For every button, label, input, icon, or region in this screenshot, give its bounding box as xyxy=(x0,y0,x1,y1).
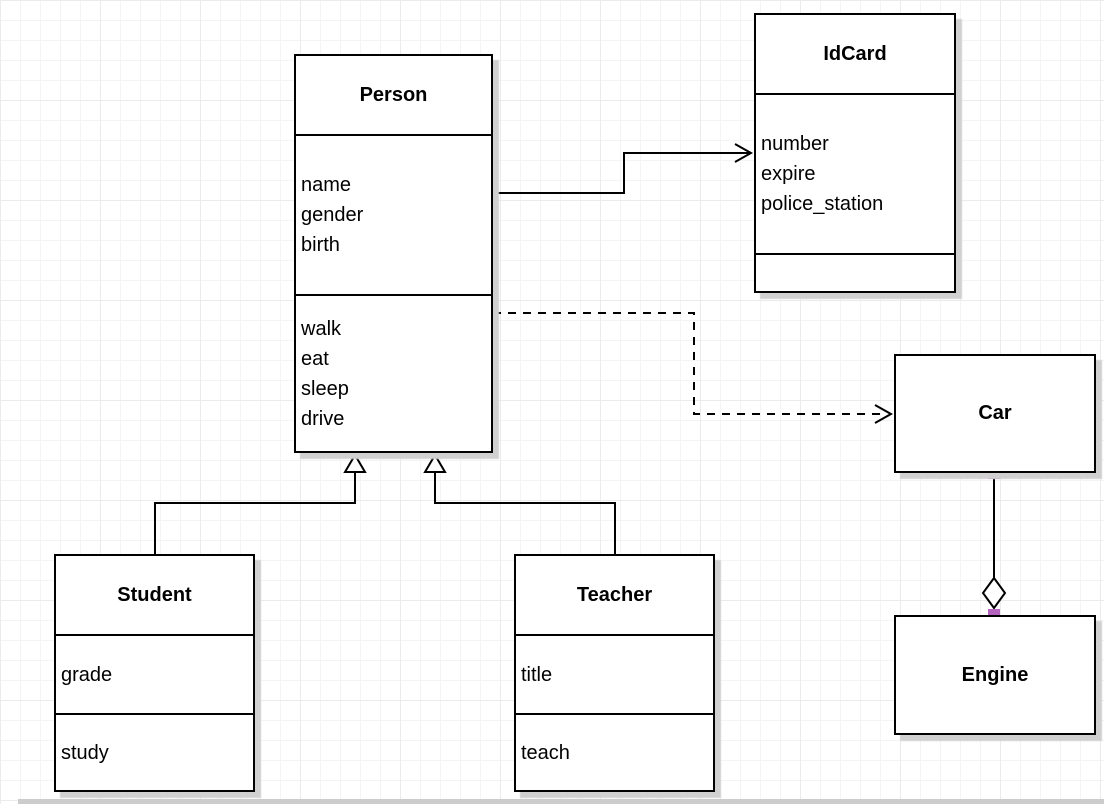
class-title: Student xyxy=(56,556,253,636)
attribute: name xyxy=(301,174,352,196)
open-arrowhead-icon xyxy=(734,143,754,163)
hollow-triangle-icon xyxy=(343,453,367,473)
open-arrowhead-icon xyxy=(874,404,894,424)
attribute: gender xyxy=(301,204,364,226)
attributes-section: grade xyxy=(56,636,253,715)
attributes-section: name gender birth xyxy=(296,136,491,296)
class-title: Teacher xyxy=(516,556,713,636)
class-student[interactable]: Student grade study xyxy=(54,554,255,792)
attribute: expire xyxy=(761,163,816,185)
class-title: IdCard xyxy=(756,15,954,95)
method: walk xyxy=(301,317,342,340)
class-engine[interactable]: Engine xyxy=(894,615,1096,735)
attribute: title xyxy=(521,663,553,686)
page-bottom-edge-shadow xyxy=(18,799,1104,804)
generalization-edge-student-person[interactable] xyxy=(154,472,356,554)
attribute: grade xyxy=(61,663,113,686)
methods-section: teach xyxy=(516,715,713,790)
method: sleep xyxy=(301,377,349,400)
generalization-edge-teacher-person[interactable] xyxy=(434,472,616,554)
method: study xyxy=(61,741,109,764)
association-edge-person-idcard[interactable] xyxy=(493,152,750,194)
class-idcard[interactable]: IdCard number expire police_station xyxy=(754,13,956,293)
methods-section-empty xyxy=(756,255,954,291)
methods-section: study xyxy=(56,715,253,790)
class-person[interactable]: Person name gender birth walk eat sleep … xyxy=(294,54,493,453)
class-title: Person xyxy=(296,56,491,136)
method: eat xyxy=(301,347,329,370)
attribute: police_station xyxy=(761,193,884,215)
method: teach xyxy=(521,741,570,764)
attributes-section: title xyxy=(516,636,713,715)
hollow-diamond-icon xyxy=(981,576,1007,610)
method: drive xyxy=(301,407,345,430)
attributes-section: number expire police_station xyxy=(756,95,954,255)
dependency-edge-person-car[interactable] xyxy=(493,312,883,415)
class-title: Engine xyxy=(961,663,1029,686)
attribute: birth xyxy=(301,234,340,256)
class-title: Car xyxy=(978,402,1012,424)
class-teacher[interactable]: Teacher title teach xyxy=(514,554,715,792)
class-car[interactable]: Car xyxy=(894,354,1096,473)
hollow-triangle-icon xyxy=(423,453,447,473)
attribute: number xyxy=(761,133,829,155)
methods-section: walk eat sleep drive xyxy=(296,296,491,451)
